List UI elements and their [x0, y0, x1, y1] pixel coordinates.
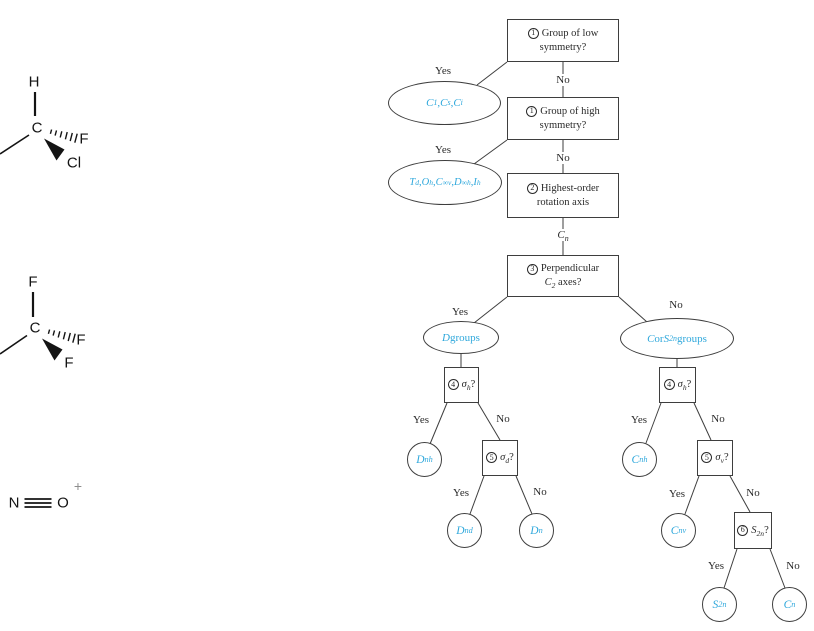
atom-label-f: F — [79, 130, 89, 148]
flowchart-connectors — [429, 61, 786, 589]
wedge-bond — [44, 138, 65, 161]
question-text: symmetry? — [539, 41, 587, 53]
question-text: σh? — [461, 379, 476, 393]
edge-label-no: No — [785, 560, 801, 572]
edge-label-no: No — [668, 299, 684, 311]
edge-label-yes: Yes — [411, 414, 431, 426]
question-text: rotation axis — [536, 196, 590, 208]
step-number: 2 — [526, 183, 538, 195]
edge-label-yes: Yes — [629, 414, 649, 426]
hash-bond — [49, 129, 78, 143]
edge-label-no: No — [710, 413, 726, 425]
atom-label-f: F — [64, 354, 74, 372]
edge-label-yes: Yes — [706, 560, 726, 572]
question-text: S2n? — [751, 524, 769, 538]
step-number: 3 — [526, 263, 538, 275]
atom-label-f: F — [28, 273, 38, 291]
result-ellipse-d-groups: D groups — [423, 321, 499, 354]
edge-label-no: No — [532, 486, 548, 498]
atom-label-cl: Cl — [66, 154, 82, 172]
edge-label-yes: Yes — [450, 306, 470, 318]
atom-label-c: C — [31, 119, 43, 137]
question-text: Highest-order — [540, 182, 600, 194]
step-number: 6 — [737, 524, 749, 536]
edge-label-yes: Yes — [433, 144, 453, 156]
edge-label-yes: Yes — [433, 65, 453, 77]
step-number: 4 — [447, 379, 459, 391]
question-text: C2 axes? — [544, 277, 582, 291]
edge-label-no: No — [555, 152, 571, 164]
edge-label-no: No — [555, 74, 571, 86]
step-number: 4 — [663, 379, 675, 391]
question-text: σv? — [715, 452, 729, 466]
molecule-2-bonds — [0, 292, 76, 361]
positive-charge-label: + — [73, 478, 83, 494]
molecule-1-bonds — [0, 92, 78, 161]
step-number: 1 — [526, 106, 538, 118]
atom-label-h: H — [28, 73, 40, 91]
edge-label-yes: Yes — [451, 487, 471, 499]
edge-label-no: No — [495, 413, 511, 425]
atom-label-n: N — [8, 494, 20, 512]
question-text: σd? — [500, 452, 514, 466]
atom-label-f: F — [76, 331, 86, 349]
edge-label-no: No — [745, 487, 761, 499]
atom-label-o: O — [57, 494, 69, 512]
edge-label-yes: Yes — [667, 488, 687, 500]
question-text: σh? — [677, 379, 692, 393]
edge-label-cn: Cn — [556, 229, 570, 244]
step-number: 1 — [527, 28, 539, 40]
question-text: Group of high — [540, 105, 600, 117]
atom-label-c: C — [29, 319, 41, 337]
question-text: Perpendicular — [540, 263, 600, 275]
molecule-3-bonds — [24, 498, 52, 508]
question-text: symmetry? — [539, 119, 587, 131]
step-number: 5 — [701, 452, 713, 464]
step-number: 5 — [486, 452, 498, 464]
hash-bond — [47, 329, 76, 343]
question-text: Group of low — [541, 27, 599, 39]
wedge-bond — [42, 338, 63, 361]
